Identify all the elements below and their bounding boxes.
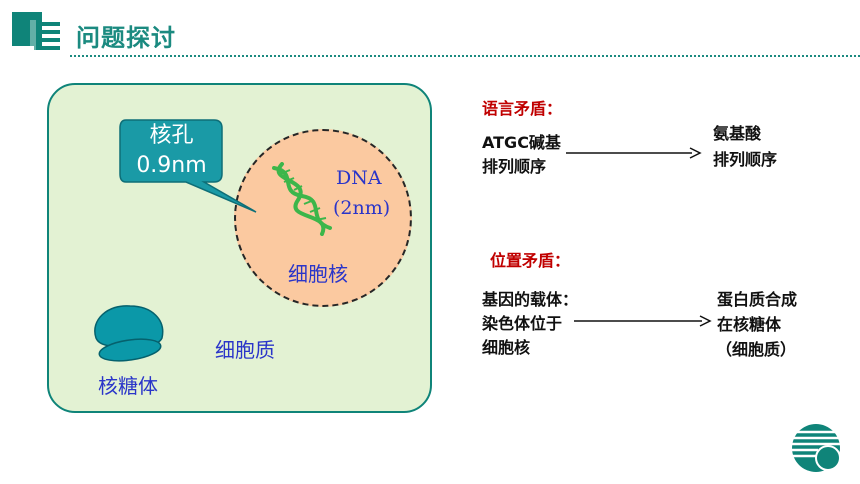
position-left-line3: 细胞核 [482, 338, 531, 357]
language-left-line1: ATGC碱基 [482, 133, 561, 152]
position-left-line2: 染色体位于 [482, 314, 563, 333]
cytoplasm-label: 细胞质 [215, 338, 275, 362]
header-logo-icon [12, 12, 62, 54]
ribosome-label: 核糖体 [98, 374, 158, 398]
page-title: 问题探讨 [76, 24, 176, 52]
nuclear-pore-label-line2: 0.9nm [136, 153, 207, 178]
position-right-line2: 在核糖体 [717, 315, 782, 334]
language-left-line2: 排列顺序 [482, 157, 547, 176]
nucleus-label: 细胞核 [288, 262, 348, 286]
language-contradiction-heading: 语言矛盾： [482, 99, 563, 118]
corner-decoration-icon [792, 424, 844, 472]
dna-label-line1: DNA [336, 167, 382, 189]
position-left-line1: 基因的载体： [482, 290, 579, 309]
position-contradiction-heading: 位置矛盾： [490, 251, 571, 270]
position-arrow-icon [574, 315, 712, 327]
nuclear-pore-callout [119, 119, 257, 213]
nuclear-pore-label-line1: 核孔 [149, 123, 194, 148]
language-right-line1: 氨基酸 [713, 124, 762, 143]
dna-label-line2: (2nm) [333, 197, 391, 219]
language-right-line2: 排列顺序 [713, 150, 778, 169]
ribosome-icon [94, 305, 164, 362]
position-right-line1: 蛋白质合成 [717, 290, 798, 309]
dna-helix-icon [272, 162, 332, 236]
position-right-line3: （细胞质） [716, 340, 797, 359]
header-divider [70, 55, 860, 57]
language-arrow-icon [566, 147, 702, 159]
